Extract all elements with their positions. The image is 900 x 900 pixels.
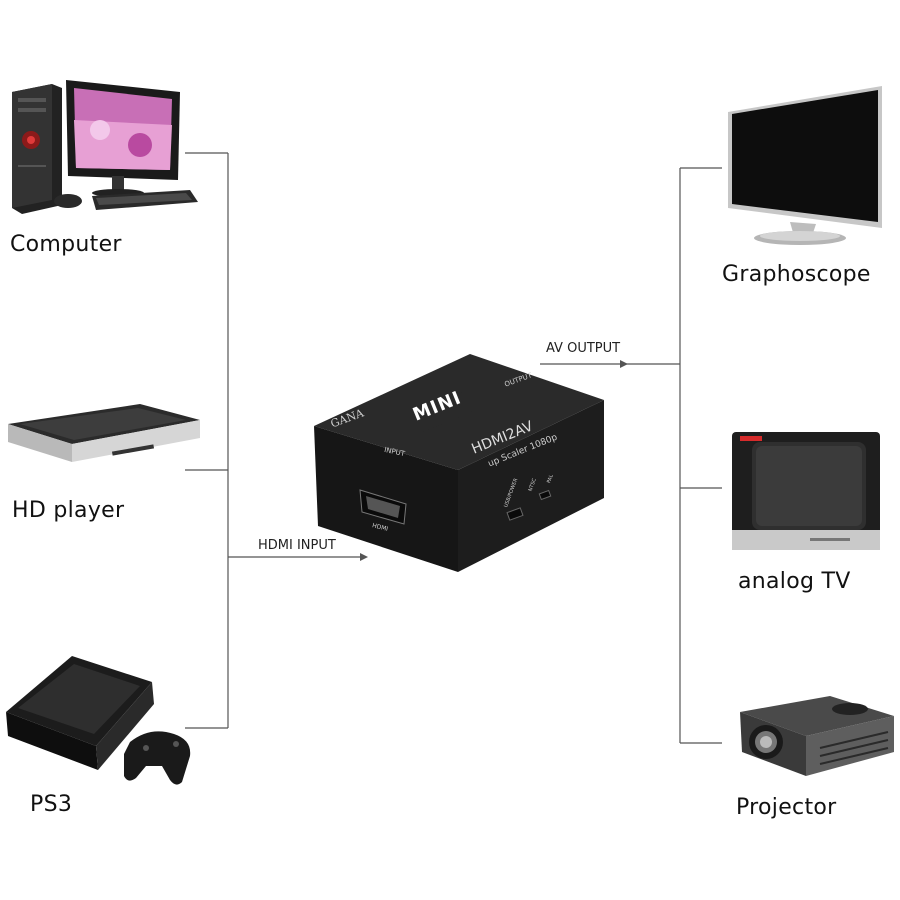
output-arrow-icon xyxy=(620,360,628,368)
hdmi-input-label: HDMI INPUT xyxy=(258,538,336,553)
dvd-player-icon xyxy=(8,404,200,462)
output-label-projector: Projector xyxy=(736,795,837,820)
input-connector-lines xyxy=(185,152,365,729)
crt-tv-icon xyxy=(732,432,880,550)
flat-monitor-icon xyxy=(728,86,882,245)
projector-icon xyxy=(740,696,894,776)
input-label-ps3: PS3 xyxy=(30,792,73,817)
input-label-computer: Computer xyxy=(10,232,122,257)
input-arrow-icon xyxy=(360,553,368,561)
output-connector-lines xyxy=(540,167,722,744)
hdmi2av-converter xyxy=(314,354,604,572)
av-output-label: AV OUTPUT xyxy=(546,341,621,356)
output-label-analog-tv: analog TV xyxy=(738,569,851,594)
output-label-graphoscope: Graphoscope xyxy=(722,262,871,287)
input-label-hd-player: HD player xyxy=(12,498,125,523)
desktop-computer-icon xyxy=(12,80,198,214)
game-console-icon xyxy=(6,656,191,785)
